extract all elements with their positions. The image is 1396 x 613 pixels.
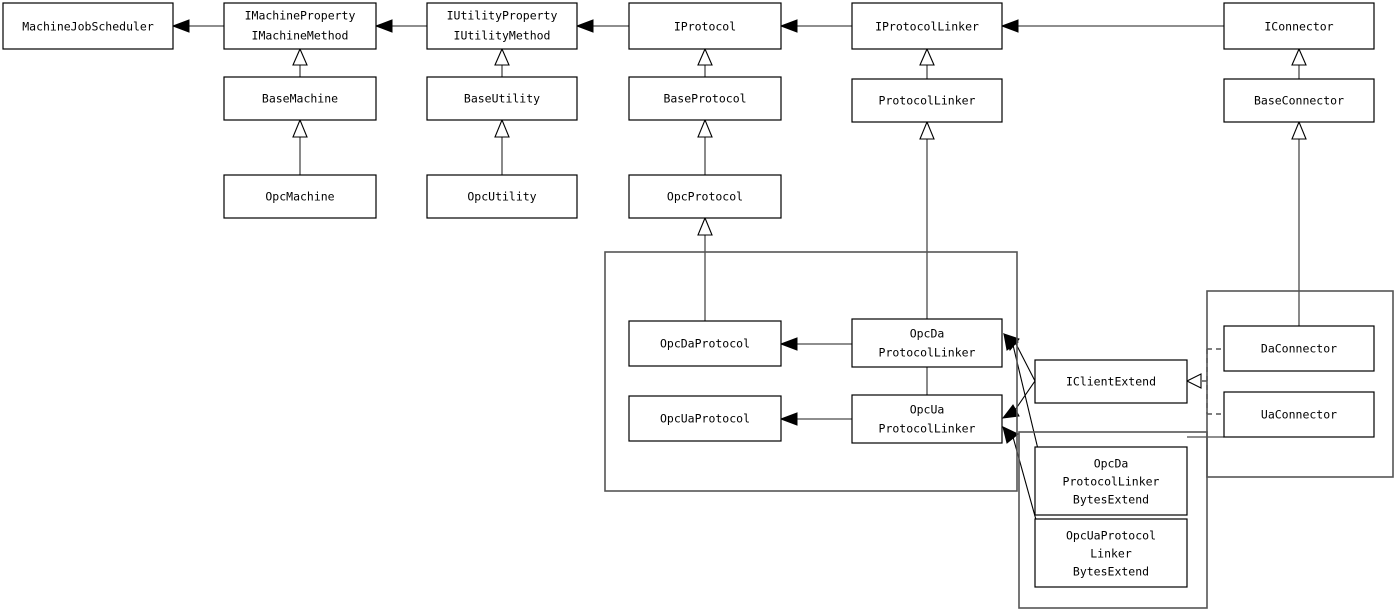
group-extends (1018, 431, 1208, 609)
node-label: DaConnector (1261, 342, 1337, 356)
node-label: IConnector (1264, 20, 1333, 34)
edge-opcutility-to-baseutility (494, 118, 510, 175)
node-baseprotocol[interactable]: BaseProtocol (628, 76, 782, 121)
edge-connectors-realize-iclientextend (1185, 348, 1224, 415)
group-layer (604, 251, 1394, 609)
edge-opcdaprotocol-to-opcprotocol (697, 216, 713, 321)
node-opcuaprotocollinker[interactable]: OpcUa ProtocolLinker (851, 394, 1003, 444)
node-iconnector[interactable]: IConnector (1223, 2, 1375, 50)
node-label-line1: OpcDa (1094, 457, 1129, 471)
node-opcuaprotocol[interactable]: OpcUaProtocol (628, 395, 782, 442)
node-opcmachine[interactable]: OpcMachine (223, 174, 377, 219)
group-connectors (1206, 290, 1394, 478)
node-label: OpcProtocol (667, 190, 743, 204)
node-opcdaprotocollinkerbytesextend[interactable]: OpcDa ProtocolLinker BytesExtend (1034, 446, 1188, 516)
node-protocollinker[interactable]: ProtocolLinker (851, 78, 1003, 123)
node-label: BaseProtocol (663, 92, 746, 106)
node-label-line2: Linker (1090, 547, 1132, 561)
edge-baseprotocol-to-iprotocol (697, 47, 713, 77)
node-label: BaseUtility (464, 92, 540, 106)
edge-imachineproperty-to-machinejobscheduler (171, 19, 224, 33)
edge-opcdaprotocollinker-to-opcdaprotocol (779, 337, 852, 351)
node-label-line3: BytesExtend (1073, 493, 1149, 507)
edge-iconnector-to-iprotocollinker (1000, 19, 1224, 33)
edge-baseconnector-to-iconnector (1291, 47, 1307, 79)
node-label: OpcDaProtocol (660, 337, 750, 351)
node-label-line1: IMachineProperty (245, 9, 356, 23)
node-label: UaConnector (1261, 408, 1337, 422)
edge-opcdaprotocollinker-to-protocollinker (919, 120, 935, 319)
node-label-line2: IUtilityMethod (454, 29, 551, 43)
node-opcprotocol[interactable]: OpcProtocol (628, 174, 782, 219)
node-baseutility[interactable]: BaseUtility (426, 76, 578, 121)
edge-daconnector-to-baseconnector (1291, 120, 1307, 326)
node-label-line1: OpcDa (910, 327, 945, 341)
node-iutilityproperty[interactable]: IUtilityProperty IUtilityMethod (426, 2, 578, 50)
node-label: BaseMachine (262, 92, 338, 106)
node-opcuaprotocollinkerbytesextend[interactable]: OpcUaProtocol Linker BytesExtend (1034, 518, 1188, 588)
node-label-line2: ProtocolLinker (879, 422, 976, 436)
node-label: OpcMachine (265, 190, 334, 204)
node-label: BaseConnector (1254, 94, 1344, 108)
node-opcutility[interactable]: OpcUtility (426, 174, 578, 219)
node-imachineproperty[interactable]: IMachineProperty IMachineMethod (223, 2, 377, 50)
node-iprotocol[interactable]: IProtocol (628, 2, 782, 50)
node-label: IProtocolLinker (875, 20, 979, 34)
edge-basemachine-to-imachineproperty (292, 47, 308, 77)
node-label: OpcUtility (467, 190, 536, 204)
edge-iprotocollinker-to-iprotocol (779, 19, 852, 33)
node-label: ProtocolLinker (879, 94, 976, 108)
node-label-line1: OpcUa (910, 403, 945, 417)
node-iclientextend[interactable]: IClientExtend (1034, 359, 1188, 404)
node-label-line3: BytesExtend (1073, 565, 1149, 579)
node-label-line2: ProtocolLinker (1063, 475, 1160, 489)
node-basemachine[interactable]: BaseMachine (223, 76, 377, 121)
node-label: IClientExtend (1066, 375, 1156, 389)
node-label-line1: OpcUaProtocol (1066, 529, 1156, 543)
node-label: MachineJobScheduler (22, 20, 154, 34)
edge-opcprotocol-to-baseprotocol (697, 118, 713, 175)
node-iprotocollinker[interactable]: IProtocolLinker (851, 2, 1003, 50)
node-label: IProtocol (674, 20, 736, 34)
node-machinejobscheduler[interactable]: MachineJobScheduler (2, 2, 174, 50)
edge-iclientextend-to-opcuaprotocollinker (1001, 380, 1036, 419)
edge-iutilityproperty-to-imachineproperty (374, 19, 427, 33)
node-label-line2: IMachineMethod (252, 29, 349, 43)
edge-iprotocol-to-iutilityproperty (575, 19, 629, 33)
edge-opcuaprotocollinker-to-opcuaprotocol (779, 412, 852, 426)
node-label: OpcUaProtocol (660, 412, 750, 426)
edge-baseutility-to-iutilityproperty (494, 47, 510, 77)
edge-layer (171, 19, 1307, 546)
node-label-line2: ProtocolLinker (879, 346, 976, 360)
node-daconnector[interactable]: DaConnector (1223, 325, 1375, 372)
edge-protocollinker-to-iprotocollinker (919, 47, 935, 79)
node-opcdaprotocollinker[interactable]: OpcDa ProtocolLinker (851, 318, 1003, 368)
node-layer: MachineJobScheduler IMachineProperty IMa… (2, 2, 1375, 588)
node-baseconnector[interactable]: BaseConnector (1223, 78, 1375, 123)
edge-opcmachine-to-basemachine (292, 118, 308, 175)
node-uaconnector[interactable]: UaConnector (1223, 391, 1375, 438)
node-opcdaprotocol[interactable]: OpcDaProtocol (628, 320, 782, 367)
node-label-line1: IUtilityProperty (447, 9, 558, 23)
group-protocols (604, 251, 1018, 492)
